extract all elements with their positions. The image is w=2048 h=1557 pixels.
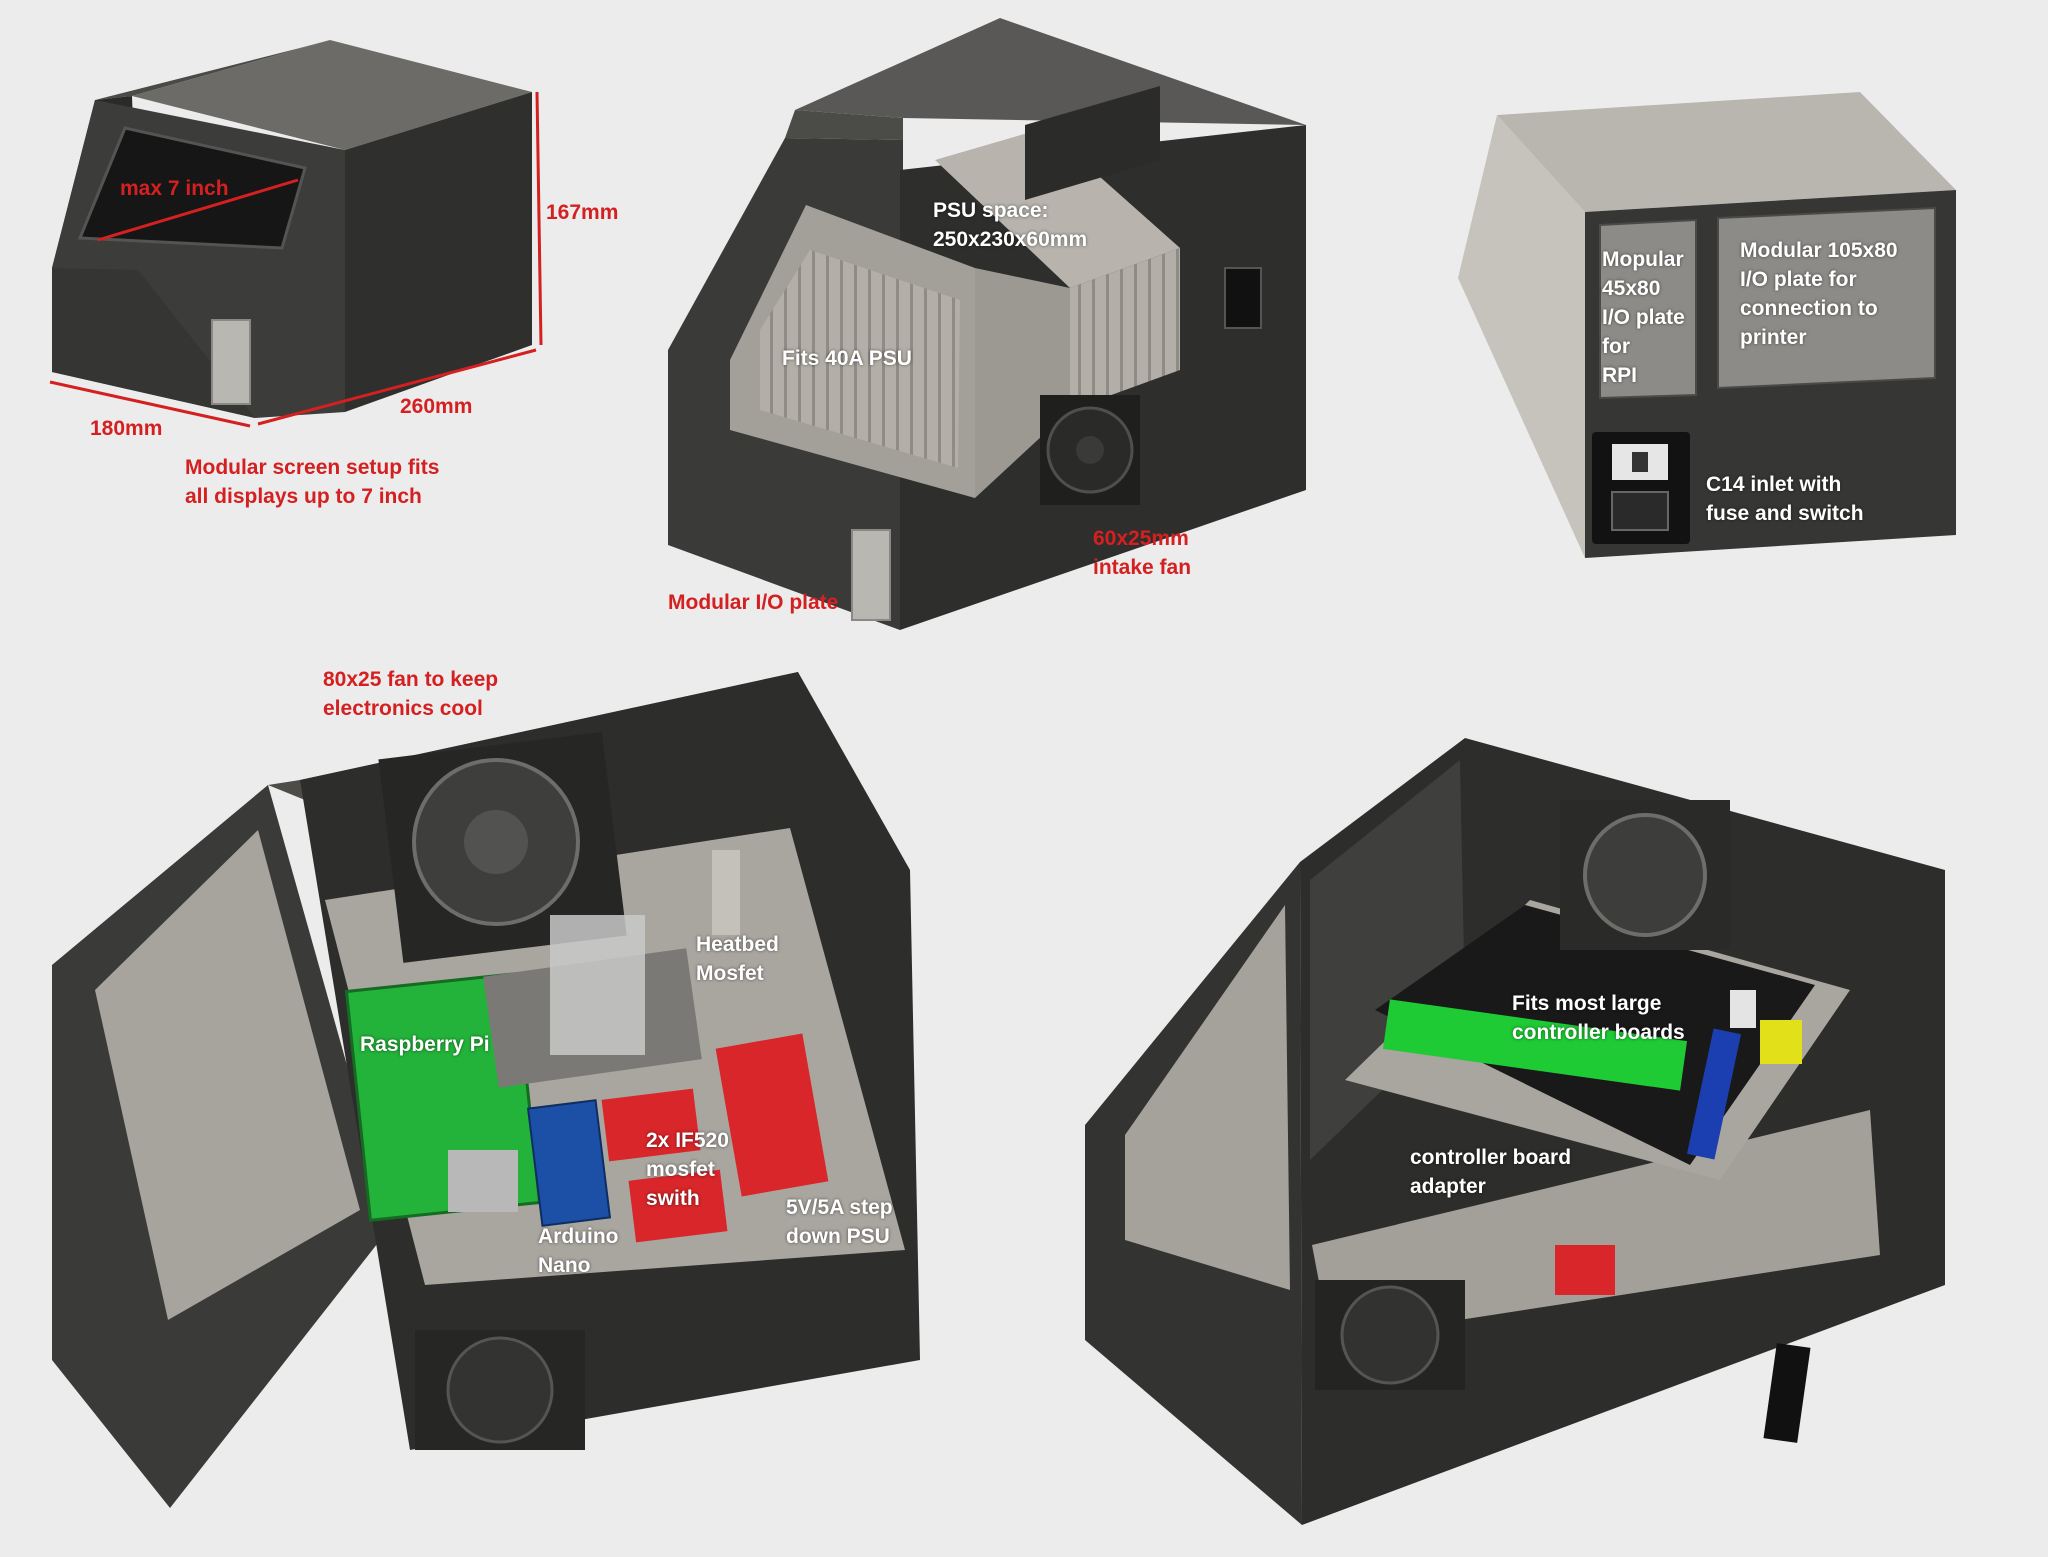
- view-external-front: [49, 40, 543, 428]
- psu-space-label: PSU space: 250x230x60mm: [933, 199, 1088, 251]
- controller-adapter-label: controller board adapter: [1410, 1146, 1572, 1198]
- fits-psu-label: Fits 40A PSU: [782, 347, 912, 370]
- view-rear: [1458, 92, 1956, 558]
- rpi-io-plate-label: Mopular 45x80 I/O plate for RPI: [1602, 248, 1685, 387]
- raspberry-pi-label: Raspberry Pi: [360, 1033, 490, 1056]
- modular-screen-note: Modular screen setup fits all displays u…: [185, 456, 440, 508]
- view-controller: [1085, 738, 1945, 1525]
- width-dimension-label: 180mm: [90, 417, 163, 440]
- controller-boards-label: Fits most large controller boards: [1512, 992, 1685, 1044]
- printer-io-plate-label: Modular 105x80 I/O plate for connection …: [1740, 239, 1898, 349]
- intake-fan-label: 60x25mm intake fan: [1093, 527, 1192, 579]
- arduino-nano-label: Arduino Nano: [538, 1225, 619, 1277]
- mosfet-switch-label: 2x IF520 mosfet swith: [646, 1129, 729, 1210]
- heatbed-mosfet-label: Heatbed Mosfet: [696, 933, 779, 985]
- modular-io-plate-label: Modular I/O plate: [668, 591, 839, 614]
- depth-dimension-label: 260mm: [400, 395, 473, 418]
- c14-inlet-label: C14 inlet with fuse and switch: [1706, 473, 1864, 525]
- view-psu-bay: [668, 18, 1306, 630]
- step-down-psu-label: 5V/5A step down PSU: [786, 1196, 893, 1248]
- max-screen-size-label: max 7 inch: [120, 177, 229, 200]
- height-dimension-label: 167mm: [546, 201, 619, 224]
- view-electronics: [52, 672, 920, 1508]
- electronics-fan-label: 80x25 fan to keep electronics cool: [323, 668, 499, 720]
